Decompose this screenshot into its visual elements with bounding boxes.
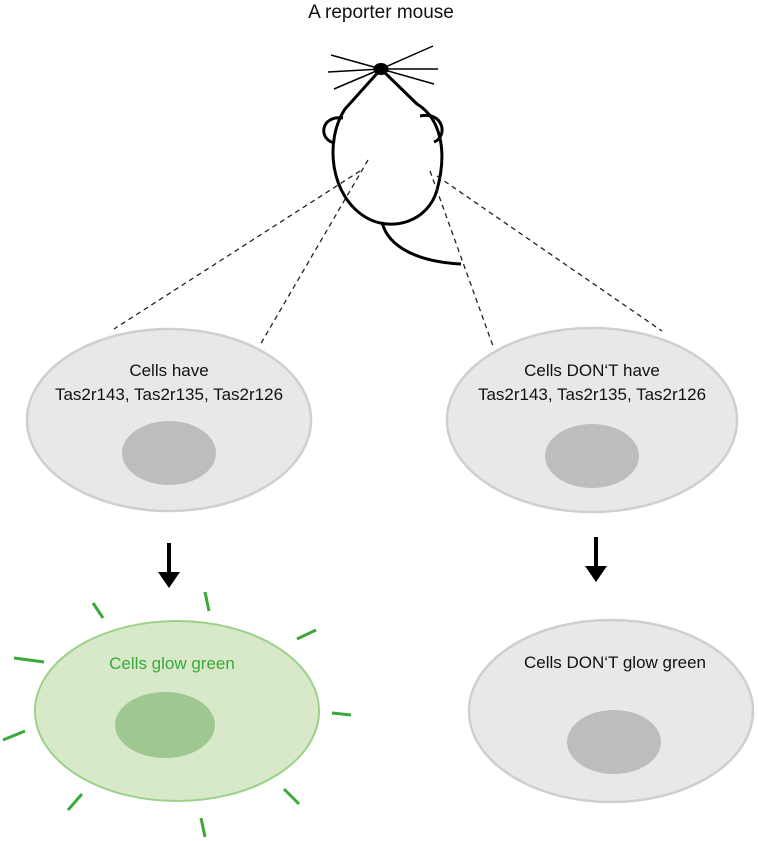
glow-rays bbox=[2, 591, 352, 838]
cell-top-left-line2: Tas2r143, Tas2r135, Tas2r126 bbox=[55, 385, 283, 404]
dashed-connectors bbox=[113, 159, 663, 347]
cell-no-glow: Cells DON‘T glow green bbox=[467, 618, 755, 804]
cell-glowing-green: Cells glow green bbox=[2, 591, 352, 838]
nucleus bbox=[567, 710, 661, 774]
whiskers bbox=[327, 45, 438, 90]
cell-no-glow-label: Cells DON‘T glow green bbox=[524, 653, 706, 672]
mouse-nose bbox=[373, 63, 389, 75]
diagram-title: A reporter mouse bbox=[308, 2, 454, 23]
arrow-left bbox=[158, 543, 180, 588]
left-ear bbox=[322, 116, 344, 145]
mouse-body bbox=[331, 66, 444, 226]
nucleus bbox=[545, 424, 639, 488]
cell-top-right-line1: Cells DON‘T have bbox=[524, 361, 660, 380]
right-ear bbox=[419, 113, 444, 144]
mouse-illustration bbox=[322, 45, 462, 266]
nucleus bbox=[115, 692, 215, 758]
cell-top-right-line2: Tas2r143, Tas2r135, Tas2r126 bbox=[478, 385, 706, 404]
cell-top-left: Cells have Tas2r143, Tas2r135, Tas2r126 bbox=[25, 327, 313, 513]
cell-glow-label: Cells glow green bbox=[109, 654, 235, 673]
cell-top-right: Cells DON‘T have Tas2r143, Tas2r135, Tas… bbox=[445, 326, 739, 514]
cell-top-left-line1: Cells have bbox=[129, 361, 208, 380]
mouse-tail bbox=[380, 221, 462, 266]
arrow-right bbox=[585, 537, 607, 582]
nucleus bbox=[122, 421, 216, 485]
